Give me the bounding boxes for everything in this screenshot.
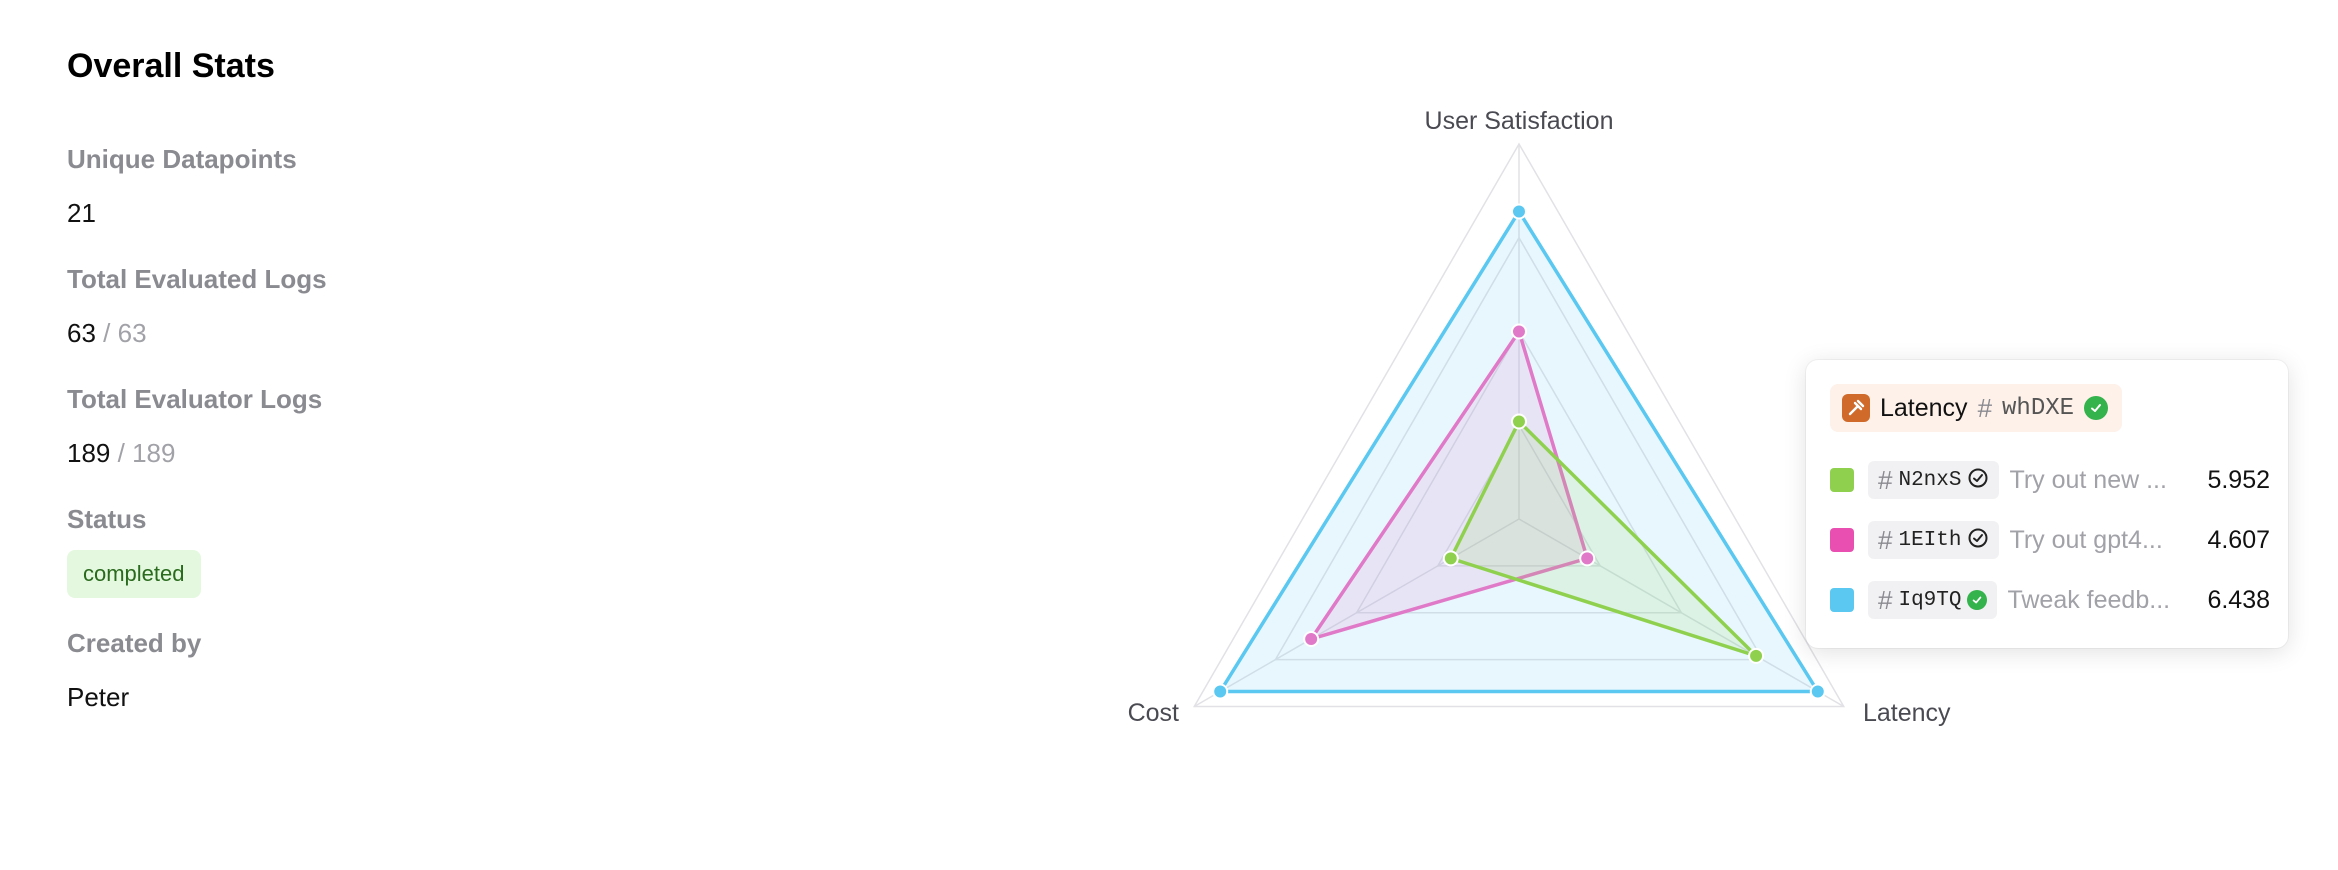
check-circle-icon [1967, 590, 1988, 610]
series-point-Iq9TQ [1511, 203, 1527, 220]
version-id-pill: #1EIth [1868, 521, 2000, 559]
hash-icon: # [1878, 464, 1893, 495]
version-id-pill: #N2nxS [1868, 461, 2000, 499]
series-point-Iq9TQ [1212, 683, 1229, 700]
axis-label: Cost [1128, 699, 1179, 727]
tooltip-row: #Iq9TQ Tweak feedb... 6.438 [1830, 580, 2270, 620]
radar-grid-ring-2 [1355, 329, 1683, 614]
series-swatch [1830, 588, 1854, 612]
evaluator-icon [1842, 394, 1870, 422]
hash-icon: # [1878, 524, 1893, 555]
tooltip-id: whDXE [2002, 394, 2075, 422]
series-point-1EIth [1511, 323, 1527, 340]
radar-spoke [1518, 518, 1845, 708]
series-point-Iq9TQ [1809, 683, 1826, 700]
series-point-N2nxS [1748, 647, 1765, 664]
radar-grid-ring-4 [1192, 142, 1846, 708]
stat-total-evaluator-logs: Total Evaluator Logs 189 / 189 [67, 382, 667, 470]
stat-value: Peter [67, 682, 130, 712]
stat-label: Unique Datapoints [67, 144, 297, 174]
version-id: 1EIth [1898, 528, 1962, 552]
stat-value: 63 / 63 [67, 316, 667, 350]
radar-grid-ring-1 [1436, 423, 1602, 567]
metric-value: 4.607 [2207, 525, 2270, 554]
version-id: Iq9TQ [1898, 588, 1962, 612]
check-circle-icon [1967, 467, 1989, 494]
series-area-1EIth [1309, 329, 1589, 641]
tooltip-metric: Latency [1880, 393, 1968, 422]
version-description: Tweak feedb... [2007, 585, 2171, 614]
stat-value: 21 [67, 198, 96, 228]
stat-label: Created by [67, 628, 202, 658]
stat-label: Total Evaluated Logs [67, 264, 327, 294]
series-point-N2nxS [1511, 413, 1527, 430]
axis-label: Latency [1863, 699, 1951, 727]
series-point-1EIth [1303, 631, 1320, 647]
check-circle-icon [1967, 527, 1989, 554]
tooltip-row: #1EIth Try out gpt4... 4.607 [1830, 520, 2270, 560]
version-description: Try out gpt4... [2009, 525, 2163, 554]
tooltip-header: Latency # whDXE [1830, 384, 2123, 432]
radar-spoke [1193, 518, 1520, 708]
stat-total-evaluated-logs: Total Evaluated Logs 63 / 63 [67, 262, 667, 350]
status-badge: completed [67, 550, 201, 598]
series-point-N2nxS [1442, 550, 1459, 567]
check-circle-icon [2084, 396, 2109, 420]
stat-status: Status completed [67, 502, 667, 598]
series-point-1EIth [1579, 550, 1596, 567]
stat-label: Status [67, 504, 147, 534]
tooltip-row: #N2nxS Try out new ... 5.952 [1830, 460, 2270, 500]
stat-value: 189 / 189 [67, 436, 667, 470]
version-id: N2nxS [1898, 468, 1962, 492]
stat-unique-datapoints: Unique Datapoints 21 [67, 142, 667, 230]
stat-total: / 189 [117, 438, 176, 468]
axis-label: User Satisfaction [1425, 107, 1614, 135]
series-area-N2nxS [1449, 419, 1758, 658]
stat-count: 189 [67, 438, 111, 468]
stat-label: Total Evaluator Logs [67, 384, 323, 414]
overall-stats-panel: Overall Stats Unique Datapoints 21 Total… [67, 44, 667, 714]
metric-value: 5.952 [2207, 465, 2270, 494]
radar-grid-ring-3 [1274, 236, 1764, 661]
metric-value: 6.438 [2207, 585, 2270, 614]
series-swatch [1830, 528, 1854, 552]
version-id-pill: #Iq9TQ [1868, 581, 1998, 619]
hash-icon: # [1977, 392, 1993, 423]
hash-icon: # [1878, 584, 1893, 615]
stat-created-by: Created by Peter [67, 626, 667, 714]
radar-series [1212, 203, 1826, 700]
page-title: Overall Stats [67, 47, 275, 85]
stat-count: 63 [67, 318, 96, 348]
stat-total: / 63 [103, 318, 147, 348]
series-swatch [1830, 468, 1854, 492]
version-description: Try out new ... [2009, 465, 2167, 494]
